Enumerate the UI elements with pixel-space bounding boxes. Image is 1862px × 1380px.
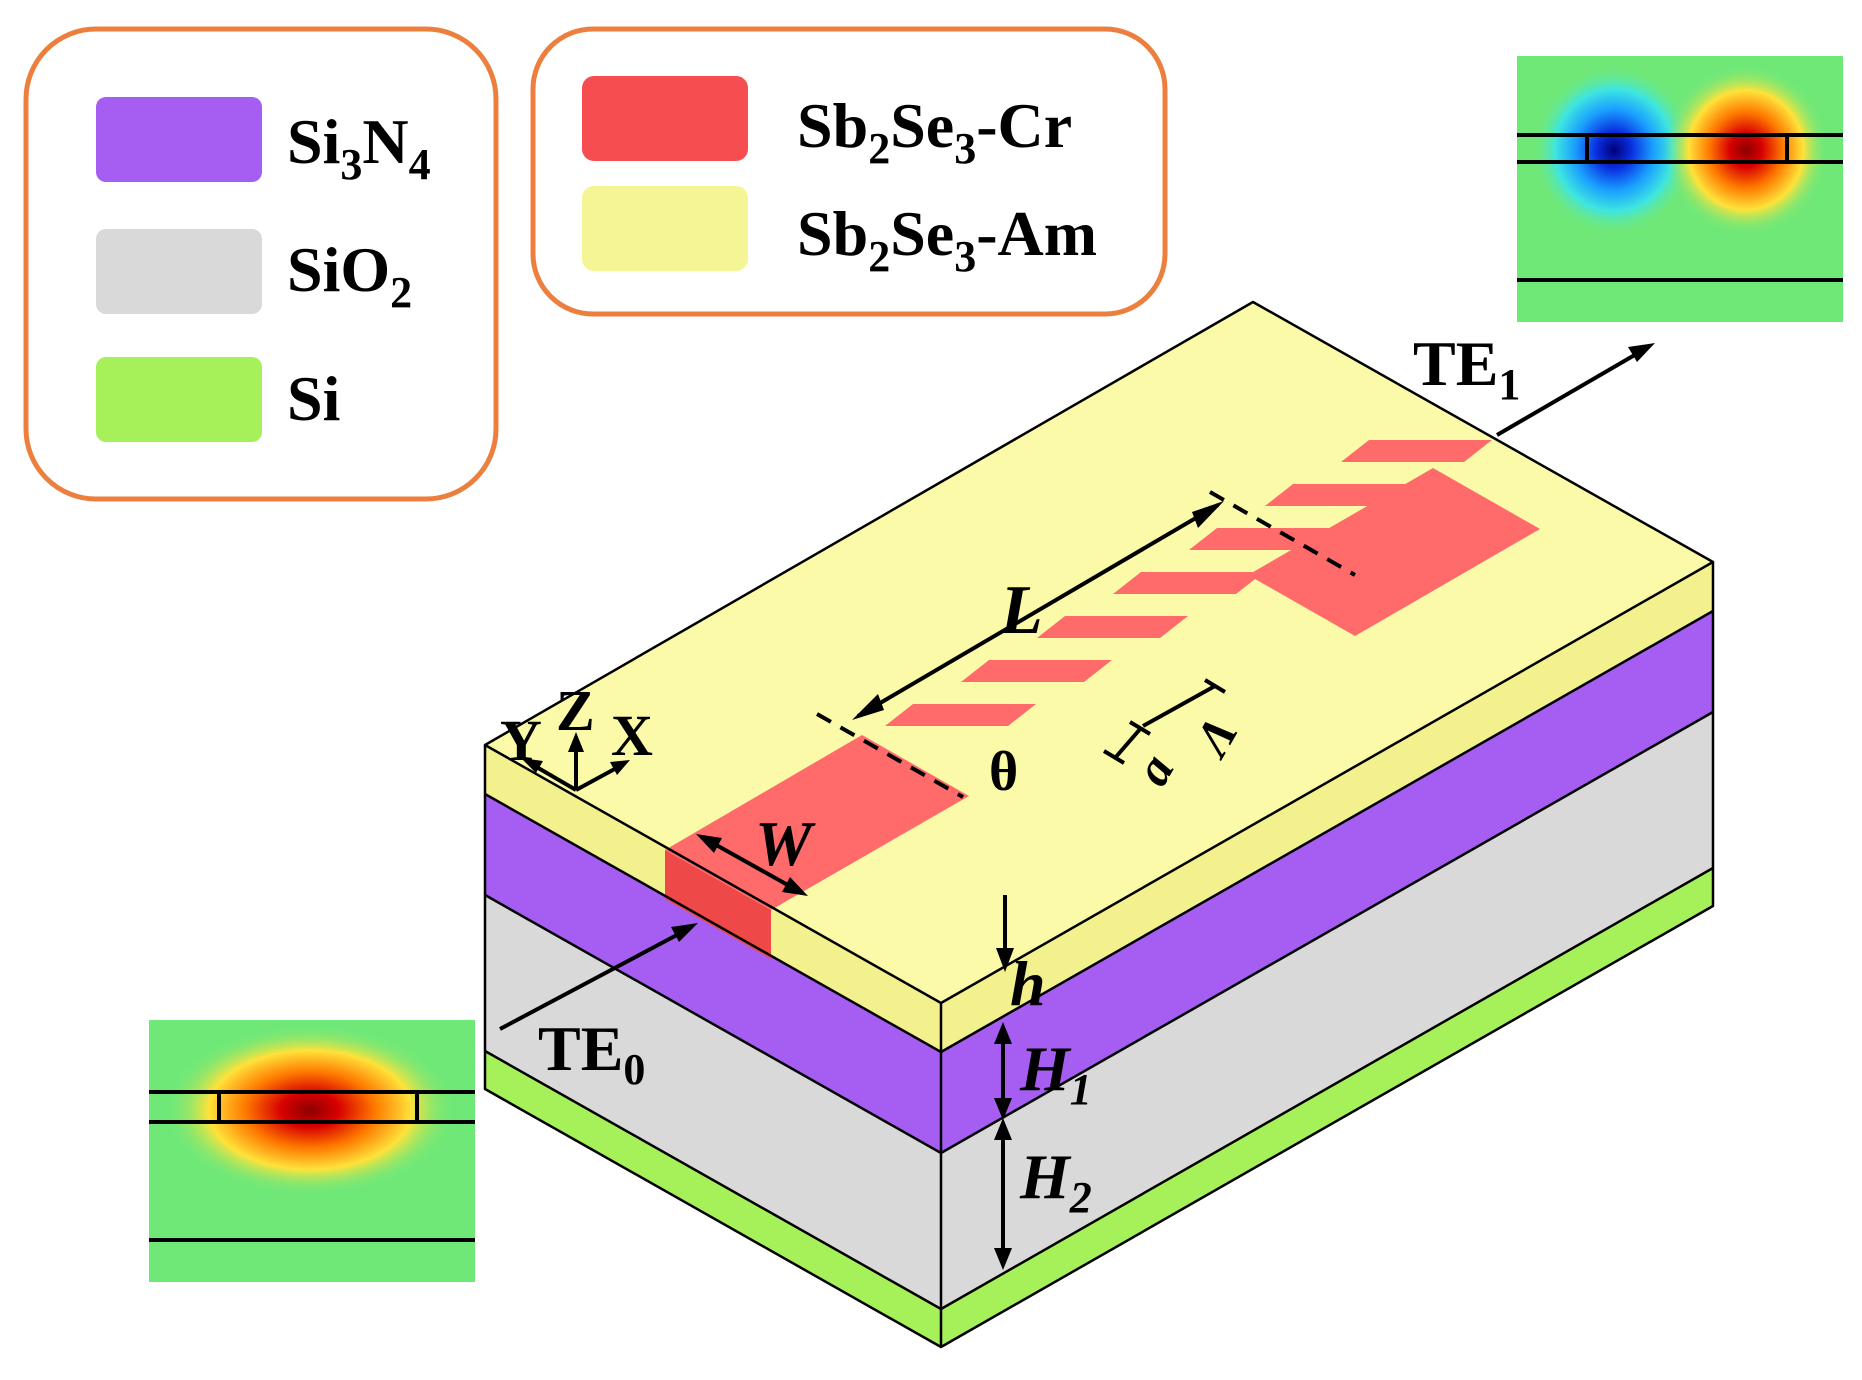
legend-label-sb2se3-am: Sb2Se3-Am xyxy=(797,198,1097,281)
waveguide-strip-output xyxy=(1248,468,1540,636)
grating-stripe-4 xyxy=(1113,572,1264,594)
te1-arrowhead xyxy=(1628,343,1655,362)
axis-label-x: X xyxy=(611,703,653,768)
swatch-si3n4 xyxy=(96,97,262,182)
front-face-si3n4 xyxy=(485,794,941,1153)
right-face-si3n4 xyxy=(941,611,1713,1153)
legend-materials: Si3N4 SiO2 Si xyxy=(23,26,499,502)
waveguide-strip-input xyxy=(665,735,969,910)
axis-z-head xyxy=(568,732,584,752)
right-face-sio2 xyxy=(941,712,1713,1309)
label-h: h xyxy=(1010,948,1046,1019)
swatch-si xyxy=(96,357,262,442)
grating-stripe-3 xyxy=(1037,616,1188,638)
label-theta: θ xyxy=(989,741,1018,803)
te1-arrow xyxy=(1495,347,1647,437)
length-arrow xyxy=(856,503,1220,718)
dash-end xyxy=(1209,490,1356,577)
label-te0: TE0 xyxy=(538,1013,645,1094)
te1-mode-profile xyxy=(1517,56,1843,322)
grating-stripe-1 xyxy=(885,704,1036,726)
label-H1: H1 xyxy=(1019,1033,1092,1114)
legend-label-si3n4: Si3N4 xyxy=(287,106,431,189)
h2-arrowhead-top xyxy=(994,1118,1012,1140)
axis-x-head xyxy=(610,760,630,775)
width-arrowhead-b xyxy=(782,877,808,896)
front-face-si xyxy=(485,1051,941,1347)
te0-arrow xyxy=(499,926,691,1031)
length-arrowhead-b xyxy=(1192,501,1224,528)
layer-line-1-right xyxy=(940,609,1714,1054)
legend-phases: Sb2Se3-Cr Sb2Se3-Am xyxy=(530,26,1168,317)
period-arrow-lambda xyxy=(1142,684,1216,728)
grating-stripe-2 xyxy=(961,660,1112,682)
label-W: W xyxy=(755,808,816,879)
grating-stripe-7 xyxy=(1341,440,1492,462)
label-te1: TE1 xyxy=(1413,328,1520,409)
length-arrowhead-a xyxy=(852,694,884,720)
grating-stripe-5 xyxy=(1189,528,1340,550)
period-arrow-a xyxy=(1113,726,1143,760)
te0-field-lobe xyxy=(165,1025,455,1195)
axis-label-y: Y xyxy=(500,708,542,773)
h1-arrowhead-top xyxy=(994,1022,1012,1044)
te0-core-outline xyxy=(217,1090,419,1124)
device-stack xyxy=(483,300,1715,1349)
swatch-sb2se3-am xyxy=(582,186,748,271)
swatch-sio2 xyxy=(96,229,262,314)
layer-line-3-right xyxy=(940,866,1714,1311)
axis-label-z: Z xyxy=(556,678,595,743)
width-arrow xyxy=(701,835,803,895)
axis-y-head xyxy=(521,758,543,773)
dash-start xyxy=(816,712,964,799)
te0-arrowhead xyxy=(671,923,698,942)
legend-phases-box xyxy=(530,26,1168,317)
te1-field-lobe-negative xyxy=(1532,65,1696,235)
width-arrowhead-a xyxy=(696,834,722,853)
layer-line-1-front xyxy=(484,792,942,1054)
te1-core-outline xyxy=(1585,133,1789,164)
front-face-sio2 xyxy=(485,895,941,1309)
swatch-sb2se3-cr xyxy=(582,76,748,161)
label-H2: H2 xyxy=(1019,1141,1092,1222)
right-face-si xyxy=(941,868,1713,1347)
layer-line-2-front xyxy=(484,893,942,1155)
label-L: L xyxy=(999,572,1043,649)
h2-arrowhead-bottom xyxy=(994,1248,1012,1270)
layer-line-2-right xyxy=(940,710,1714,1155)
waveguide-front-face xyxy=(665,850,771,959)
legend-label-si: Si xyxy=(287,363,340,434)
te0-mode-profile xyxy=(149,1020,475,1282)
right-face-top-layer xyxy=(941,562,1713,1052)
legend-label-sio2: SiO2 xyxy=(287,234,412,317)
legend-label-sb2se3-cr: Sb2Se3-Cr xyxy=(797,90,1072,173)
grating-stripe-6 xyxy=(1265,484,1416,506)
h-arrowhead xyxy=(996,948,1014,972)
layer-line-3-front xyxy=(484,1049,942,1311)
h1-arrowhead-bottom xyxy=(994,1098,1012,1120)
te1-field-lobe-positive xyxy=(1664,65,1828,235)
